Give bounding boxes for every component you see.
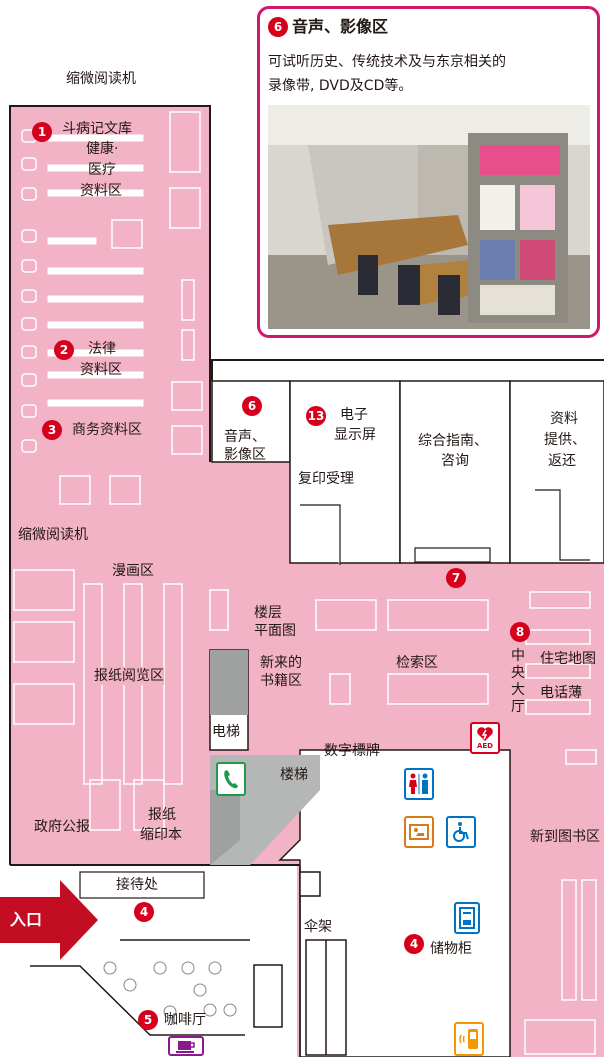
newspaper-area-label: 报纸阅览区 bbox=[94, 667, 164, 685]
area-13-line1: 电子 bbox=[340, 407, 368, 423]
newspaper-reduced-line1: 报纸 bbox=[148, 807, 176, 823]
baby-changing-icon bbox=[404, 816, 434, 848]
area-2-line1: 法律 bbox=[88, 341, 116, 357]
area-3-label: 商务资料区 bbox=[72, 422, 142, 438]
phone-icon bbox=[216, 762, 246, 796]
elevator-label: 电梯 bbox=[212, 724, 240, 740]
callout-title: 音声、影像区 bbox=[292, 17, 389, 36]
microfilm-reader-top-label: 缩微阅读机 bbox=[66, 71, 136, 87]
aed-text: AED bbox=[476, 742, 493, 750]
floor-map-line2: 平面图 bbox=[254, 623, 296, 639]
search-area-label: 检索区 bbox=[396, 655, 438, 671]
marker-4-locker: 4 bbox=[404, 934, 424, 954]
area-6-line1: 音声、 bbox=[224, 429, 266, 445]
restroom-icon bbox=[404, 768, 434, 800]
house-map-label: 住宅地图 bbox=[540, 651, 596, 667]
phonebook-label: 电话薄 bbox=[540, 685, 582, 701]
callout-desc-line2: 录像带, DVD及CD等。 bbox=[268, 78, 413, 94]
supply-line2: 提供、 bbox=[544, 432, 586, 448]
newspaper-reduced-line2: 缩印本 bbox=[140, 827, 182, 843]
digital-signage-label: 数字標牌 bbox=[324, 743, 380, 759]
area-6-line2: 影像区 bbox=[224, 447, 266, 463]
cafe-label: 咖啡厅 bbox=[164, 1012, 206, 1028]
central-hall-label: 中央大厅 bbox=[511, 648, 525, 715]
umbrella-stand-label: 伞架 bbox=[304, 919, 332, 935]
new-books-line1: 新来的 bbox=[260, 655, 302, 671]
audio-visual-area-photo bbox=[268, 105, 590, 329]
marker-4-reception: 4 bbox=[134, 902, 154, 922]
area-1-line3: 医疗 bbox=[88, 162, 116, 178]
wheelchair-icon bbox=[446, 816, 476, 848]
reception-label: 接待处 bbox=[116, 877, 158, 893]
callout-box: 6 音声、影像区 可试听历史、传统技术及与东京相关的 录像带, DVD及CD等。 bbox=[257, 6, 600, 338]
gov-gazette-label: 政府公报 bbox=[34, 819, 90, 835]
area-1-title: 斗病记文库 bbox=[62, 121, 132, 137]
marker-13: 13 bbox=[306, 406, 326, 426]
callout-number: 6 bbox=[268, 17, 288, 37]
supply-line3: 返还 bbox=[548, 453, 576, 469]
aed-icon: AED bbox=[470, 722, 500, 754]
guide-line1: 综合指南、 bbox=[418, 433, 488, 449]
marker-3: 3 bbox=[42, 420, 62, 440]
marker-6: 6 bbox=[242, 396, 262, 416]
marker-2: 2 bbox=[54, 340, 74, 360]
marker-5: 5 bbox=[138, 1010, 158, 1030]
marker-1: 1 bbox=[32, 122, 52, 142]
area-1-line2: 健康· bbox=[86, 141, 119, 157]
floor-map-line1: 楼层 bbox=[254, 605, 282, 621]
callout-desc-line1: 可试听历史、传统技术及与东京相关的 bbox=[268, 54, 506, 70]
stairs-label: 楼梯 bbox=[280, 767, 308, 783]
microfilm-reader-left-label: 缩微阅读机 bbox=[18, 526, 88, 544]
coffee-icon bbox=[168, 1036, 204, 1056]
locker-icon bbox=[454, 902, 480, 934]
copy-service-label: 复印受理 bbox=[298, 471, 354, 487]
new-books-line2: 书籍区 bbox=[260, 673, 302, 689]
marker-8: 8 bbox=[510, 622, 530, 642]
new-library-books-label: 新到图书区 bbox=[530, 829, 600, 845]
guide-line2: 咨询 bbox=[441, 453, 469, 469]
marker-7: 7 bbox=[446, 568, 466, 588]
locker-label: 储物柜 bbox=[430, 941, 472, 957]
entrance-label: 入口 bbox=[10, 910, 43, 929]
area-13-line2: 显示屏 bbox=[334, 427, 376, 443]
supply-line1: 资料 bbox=[550, 411, 578, 427]
area-2-line2: 资料区 bbox=[80, 362, 122, 378]
manga-area-label: 漫画区 bbox=[112, 563, 154, 579]
mobile-phone-icon bbox=[454, 1022, 484, 1056]
area-1-line4: 资料区 bbox=[80, 183, 122, 199]
